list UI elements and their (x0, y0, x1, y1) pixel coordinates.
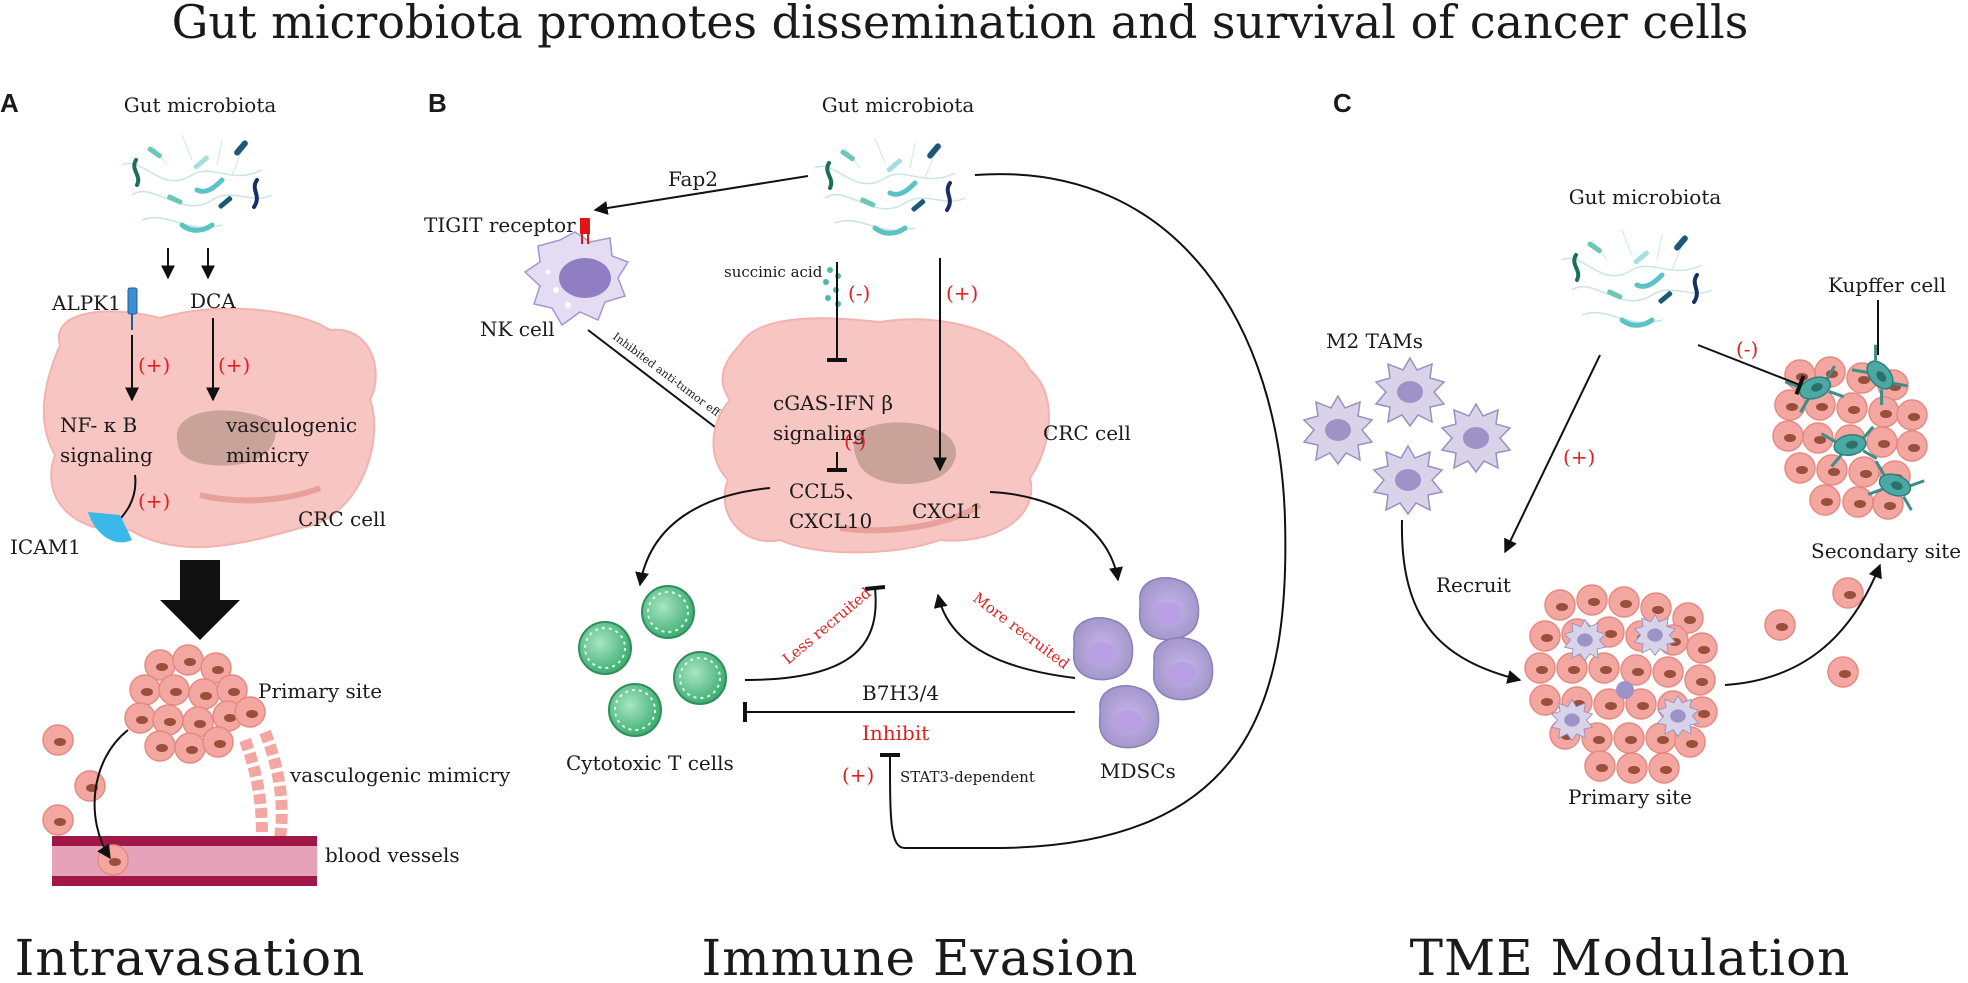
panel-b-footer: Immune Evasion (702, 929, 1139, 983)
panel-c-minus: (-) (1736, 337, 1758, 361)
recruit-label: Recruit (1436, 573, 1511, 597)
dca-label: DCA (190, 289, 236, 313)
ccl5-label-line2: CXCL10 (789, 509, 872, 533)
panel-c-letter: C (1333, 88, 1352, 118)
arrow-primary-secondary (1724, 563, 1882, 686)
less-recruited-label: Less recruited (779, 584, 875, 668)
inhibited-antitumor-label: Inhibited anti-tumor effect (610, 330, 737, 430)
more-recruited-label: More recruited (970, 589, 1074, 673)
m2-tams-label: M2 TAMs (1326, 329, 1423, 353)
tigit-receptor-icon (580, 218, 590, 234)
nfkb-label-line2: signaling (60, 443, 153, 467)
mdscs-label: MDSCs (1100, 759, 1176, 783)
panel-a-plus-3: (+) (138, 489, 170, 513)
panel-a-letter: A (0, 88, 19, 118)
circulating-cell (42, 724, 74, 756)
arrow-tams-primary (1400, 519, 1522, 684)
circulating-cell (42, 804, 74, 836)
panel-c: C Gut microbiota Kupffer cell (-) M2 TAM… (1303, 88, 1961, 983)
secondary-site-label: Secondary site (1811, 539, 1961, 563)
nk-cell (523, 231, 630, 327)
vm-label-line1: vasculogenic (225, 413, 357, 437)
panel-c-plus: (+) (1563, 445, 1595, 469)
panel-b-microbiota-icon (815, 138, 965, 233)
intravasated-cell (97, 844, 129, 876)
inhibit-less-recruited (744, 585, 886, 681)
mdscs (1072, 577, 1214, 749)
cgas-label-line2: signaling (773, 421, 866, 445)
vm-label-line2: mimicry (226, 443, 309, 467)
panel-a-primary-site-label: Primary site (258, 679, 382, 703)
panel-a-footer: Intravasation (15, 929, 366, 983)
ccl5-label-line1: CCL5、 (789, 479, 866, 503)
m2-tams (1303, 357, 1511, 515)
panel-c-microbiota-icon (1562, 230, 1712, 325)
panel-c-circulating-cell (1827, 656, 1859, 688)
inhibit-microbiota-kupffer (1697, 344, 1806, 396)
panel-b-plus-2: (+) (842, 763, 874, 787)
panel-c-microbiota-label: Gut microbiota (1569, 185, 1722, 209)
fap2-label: Fap2 (668, 167, 718, 191)
panel-b-microbiota-label: Gut microbiota (822, 93, 975, 117)
succinic-acid-icon (823, 267, 841, 307)
panel-c-footer: TME Modulation (1410, 929, 1851, 983)
tigit-label: TIGIT receptor (424, 213, 576, 237)
cytotoxic-t-cells (578, 585, 727, 737)
inhibit-label: Inhibit (862, 721, 929, 745)
nk-cell-label: NK cell (480, 317, 555, 341)
panel-b-minus-2: (-) (844, 429, 866, 453)
panel-a-nucleus (176, 410, 276, 466)
arrow-ccl5-tcells (635, 487, 771, 587)
panel-c-primary-tams (1551, 614, 1699, 741)
alpk1-receptor-icon (127, 287, 138, 315)
panel-b-plus-1: (+) (946, 281, 978, 305)
arrow-fap2 (593, 175, 809, 215)
panel-b: B Gut microbiota Fap2 TIGIT receptor NK … (424, 88, 1287, 983)
cxcl1-label: CXCL1 (912, 499, 983, 523)
panel-b-minus-1: (-) (848, 281, 870, 305)
arrow-microbiota-recruit (1504, 354, 1601, 554)
icam1-icon (88, 512, 132, 543)
panel-c-circulating-cell (1764, 609, 1796, 641)
cgas-label-line1: cGAS-IFN β (773, 391, 893, 415)
panel-a-plus-2: (+) (218, 353, 250, 377)
microbiota-stat3-loop (879, 173, 1287, 849)
inhibit-nk-crc (587, 329, 740, 450)
figure-title: Gut microbiota promotes dissemination an… (172, 0, 1749, 49)
kupffer-label: Kupffer cell (1828, 273, 1946, 297)
succinic-acid-label: succinic acid (724, 263, 823, 281)
cytotoxic-label: Cytotoxic T cells (566, 751, 734, 775)
panel-b-nucleus (853, 422, 956, 484)
panel-a-microbiota-icon (122, 135, 272, 230)
icam1-label: ICAM1 (10, 535, 81, 559)
panel-b-letter: B (428, 88, 447, 118)
panel-a: A Gut microbiota ALPK1 DCA (+) (+) NF- κ… (0, 88, 511, 983)
alpk1-label: ALPK1 (51, 291, 121, 315)
arrow-primary-vessel (93, 729, 129, 860)
big-down-arrow-icon (160, 560, 240, 640)
panel-c-circulating-cell (1832, 577, 1864, 609)
b7h3-label: B7H3/4 (862, 681, 939, 705)
panel-a-vm-label: vasculogenic mimicry (289, 763, 511, 787)
panel-a-plus-1: (+) (138, 353, 170, 377)
panel-a-microbiota-label: Gut microbiota (124, 93, 277, 117)
circulating-cell (74, 770, 106, 802)
nfkb-label-line1: NF- κ B (60, 413, 137, 437)
arrow-more-recruited (933, 593, 1076, 679)
panel-a-crc-label: CRC cell (298, 507, 386, 531)
panel-c-primary-label: Primary site (1568, 785, 1692, 809)
stat3-label: STAT3-dependent (900, 768, 1035, 786)
arrow-cxcl1-mdscs (989, 491, 1123, 582)
blood-vessels-label: blood vessels (325, 843, 460, 867)
panel-b-crc-label: CRC cell (1043, 421, 1131, 445)
